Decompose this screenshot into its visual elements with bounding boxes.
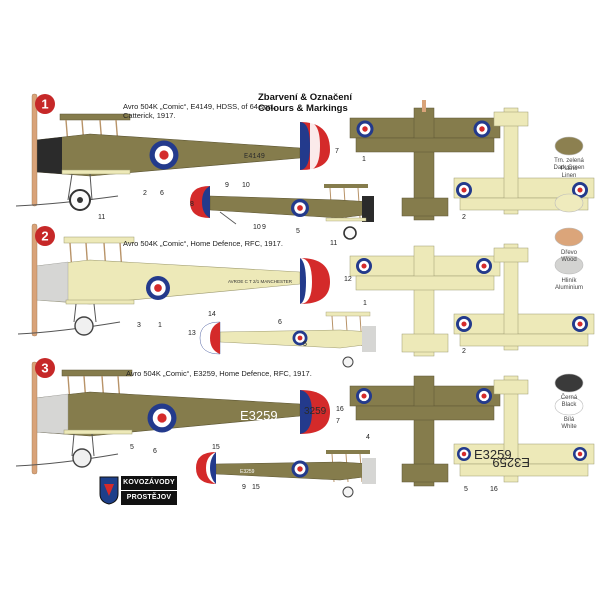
swatch-label-en: Aluminium bbox=[554, 285, 583, 291]
scheme-3-wing-serial-a: E3259 bbox=[474, 447, 512, 462]
scheme-1-serial: E4149 bbox=[244, 153, 265, 161]
swatch-label-en: Dark Green bbox=[553, 165, 585, 171]
callout-s3-4: 5 bbox=[130, 444, 134, 451]
colour-swatches bbox=[554, 136, 584, 416]
swatch-label-cz: Bílá bbox=[563, 417, 575, 423]
scheme-2-number: 2 bbox=[41, 229, 48, 244]
callout-s1-3: 6 bbox=[160, 190, 164, 197]
swatch-label-en: Black bbox=[561, 402, 577, 408]
swatch-4 bbox=[554, 255, 584, 275]
scheme-1-caption-line1: Avro 504K „Comic“, E4149, HDSS, of 64.sq… bbox=[123, 102, 277, 111]
scheme-1-side-view-large: E4149 bbox=[15, 93, 330, 211]
scheme-1-top-view bbox=[349, 100, 501, 221]
scheme-3-number: 3 bbox=[41, 361, 48, 376]
callout-s1-1: 7 bbox=[335, 148, 339, 155]
scheme-3-serial: E3259 bbox=[240, 408, 278, 423]
callout-s3-8: 15 bbox=[252, 484, 260, 491]
callout-s1-10: 11 bbox=[98, 214, 106, 221]
callout-s1-11: 11 bbox=[330, 240, 338, 247]
scheme-3-fin-serial: 3259 bbox=[304, 406, 327, 417]
swatch-5 bbox=[554, 373, 584, 393]
scheme-3-side-view-large: E3259 3259 bbox=[15, 361, 330, 475]
callout-s1-5: 10 bbox=[242, 182, 250, 189]
callout-s3-5: 6 bbox=[153, 448, 157, 455]
scheme-1-badge: 1 bbox=[35, 94, 55, 114]
callout-s2-6: 6 bbox=[278, 319, 282, 326]
scheme-1-number: 1 bbox=[41, 97, 48, 112]
callout-s1-8: 9 bbox=[262, 224, 266, 231]
title-english: Colours & Markings bbox=[258, 103, 348, 114]
callout-s3-3: 4 bbox=[366, 434, 370, 441]
swatch-label-cz: Černá bbox=[560, 395, 578, 401]
swatch-label-cz: Hliník bbox=[561, 278, 577, 284]
scheme-3-top-view bbox=[349, 375, 501, 487]
shield-icon bbox=[99, 476, 119, 505]
page-title: Zbarvení & Označení Colours & Markings bbox=[258, 92, 352, 114]
scheme-3-badge: 3 bbox=[35, 358, 55, 378]
callout-s3-6: 15 bbox=[212, 444, 220, 451]
swatch-label-en: White bbox=[561, 424, 577, 430]
title-czech: Zbarvení & Označení bbox=[258, 92, 352, 103]
callout-s2-7: 5 bbox=[303, 341, 307, 348]
callout-s1-9: 5 bbox=[296, 228, 300, 235]
callout-s1-6: 8 bbox=[190, 201, 194, 208]
swatch-label-en: Wood bbox=[561, 257, 577, 263]
manufacturer-logo: KOVOZÁVODY PROSTĚJOV bbox=[99, 476, 177, 505]
callout-s2-2: 3 bbox=[137, 322, 141, 329]
scheme-2-side-view-small bbox=[199, 311, 376, 368]
callout-s1-13: 2 bbox=[462, 214, 466, 221]
callout-s3-9: 5 bbox=[464, 486, 468, 493]
scheme-3-side-view-small: E3259 bbox=[196, 450, 376, 498]
logo-line1: KOVOZÁVODY bbox=[121, 476, 177, 490]
callout-s2-8: 1 bbox=[363, 300, 367, 307]
scheme-2-caption: Avro 504K „Comic“, Home Defence, RFC, 19… bbox=[123, 239, 283, 248]
callout-s2-4: 14 bbox=[208, 311, 216, 318]
callout-s2-3: 1 bbox=[158, 322, 162, 329]
scheme-1-side-view-small bbox=[190, 184, 374, 240]
scheme-2-badge: 2 bbox=[35, 226, 55, 246]
callout-s3-7: 9 bbox=[242, 484, 246, 491]
swatch-6 bbox=[554, 396, 584, 416]
logo-line2: PROSTĚJOV bbox=[121, 491, 177, 505]
callout-s1-7: 10 bbox=[253, 224, 261, 231]
callout-s1-2: 2 bbox=[143, 190, 147, 197]
scheme-2-fuselage-text: AVROE C T 2/1 MANCHESTER bbox=[228, 279, 293, 284]
callout-s2-9: 2 bbox=[462, 348, 466, 355]
scheme-2-top-view bbox=[349, 245, 501, 357]
swatch-1 bbox=[554, 136, 584, 156]
scheme-1-caption-line2: Catterick, 1917. bbox=[123, 111, 176, 120]
callout-s2-5: 13 bbox=[188, 330, 196, 337]
swatch-2 bbox=[554, 193, 584, 213]
scheme-3-bottom-view: E3259 E3259 bbox=[453, 375, 595, 483]
callout-s3-1: 16 bbox=[336, 406, 344, 413]
callout-s2-1: 12 bbox=[344, 276, 352, 283]
callout-s3-10: 16 bbox=[490, 486, 498, 493]
scheme-3-wing-serial-b: E3259 bbox=[492, 455, 530, 470]
swatch-label-en: Linen bbox=[561, 173, 577, 179]
callout-s1-12: 1 bbox=[362, 156, 366, 163]
scheme-2-bottom-view bbox=[453, 243, 595, 351]
callout-s3-2: 7 bbox=[336, 418, 340, 425]
scheme-3-small-serial: E3259 bbox=[240, 469, 255, 475]
scheme-1-caption: Avro 504K „Comic“, E4149, HDSS, of 64.sq… bbox=[123, 102, 276, 120]
swatch-label-cz: Plátno bbox=[560, 166, 578, 172]
swatch-label-cz: Dřevo bbox=[560, 250, 577, 256]
swatch-label-cz: Trn. zelená bbox=[554, 158, 584, 164]
callout-s1-4: 9 bbox=[225, 182, 229, 189]
scheme-2-side-view-large: AVROE C T 2/1 MANCHESTER bbox=[17, 223, 330, 337]
swatch-3 bbox=[554, 227, 584, 247]
scheme-3-caption: Avro 504K „Comic“, E3259, Home Defence, … bbox=[126, 369, 312, 378]
